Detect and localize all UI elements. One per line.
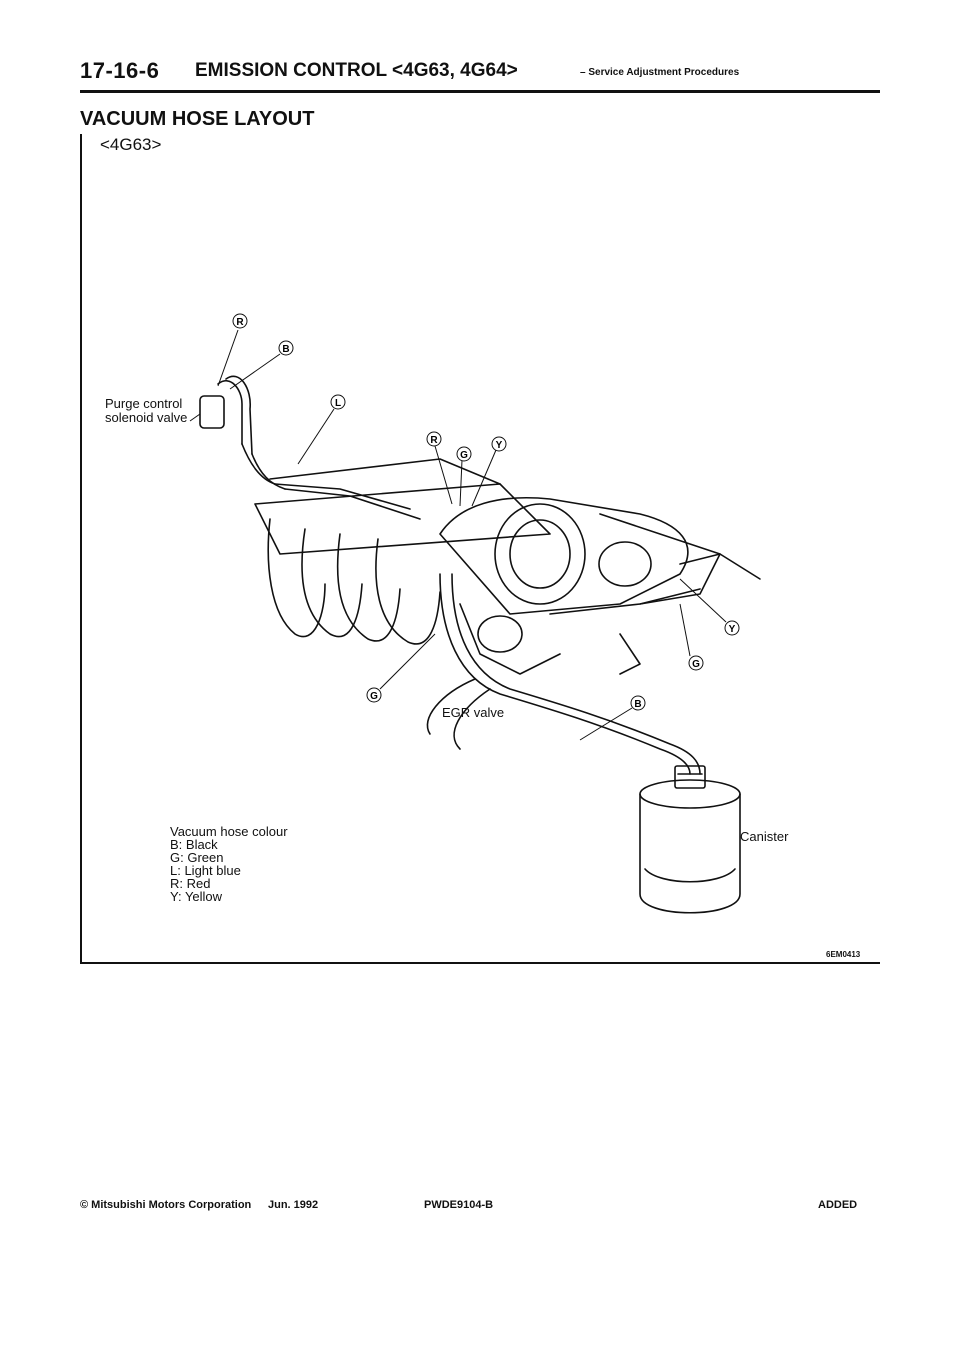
- hose-marker-b-bottom: B: [630, 695, 646, 711]
- legend-item-red: R: Red: [170, 876, 211, 891]
- egr-pipe: [426, 678, 476, 735]
- purge-solenoid-valve: [199, 375, 286, 490]
- hose-purge-to-throttle: [274, 483, 411, 510]
- model-label: <4G63>: [100, 135, 162, 154]
- hose-marker-g-left: G: [366, 687, 382, 703]
- figure-code: 6EM0413: [826, 950, 861, 959]
- hose-right-upper: [679, 553, 761, 580]
- purge-label-line-1: Purge control: [105, 396, 183, 411]
- svg-text:B: B: [634, 699, 641, 710]
- svg-text:G: G: [460, 450, 468, 461]
- canister: [639, 765, 741, 914]
- purge-label-line-2: solenoid valve: [105, 410, 188, 425]
- hose-marker-r-top: R: [232, 313, 248, 329]
- purge-control-solenoid-valve-label: Purge control solenoid valve: [105, 397, 205, 425]
- bracket: [619, 633, 641, 675]
- footer-date: Jun. 1992: [268, 1199, 319, 1211]
- svg-text:B: B: [282, 344, 289, 355]
- svg-text:Y: Y: [729, 624, 736, 635]
- legend-item-yellow: Y: Yellow: [170, 889, 223, 904]
- legend-item-green: G: Green: [170, 850, 224, 865]
- svg-text:L: L: [335, 398, 341, 409]
- hose-marker-g-mid: G: [456, 446, 472, 462]
- section-title: VACUUM HOSE LAYOUT: [80, 108, 315, 130]
- chapter-subtitle: – Service Adjustment Procedures: [580, 67, 740, 78]
- hose-right-lower: [549, 588, 701, 615]
- intake-manifold-runners: [254, 458, 551, 645]
- figure-frame-bottom: [80, 962, 880, 964]
- figure-frame-left: [80, 134, 82, 962]
- footer-status: ADDED: [818, 1199, 858, 1211]
- hose-colour-legend: Vacuum hose colour B: Black G: Green L: …: [170, 825, 288, 903]
- egr-valve-label: EGR valve: [442, 705, 505, 720]
- throttle-body-assembly: [439, 496, 721, 675]
- header-rule: [80, 90, 880, 93]
- legend-title: Vacuum hose colour: [170, 824, 288, 839]
- chapter-title: EMISSION CONTROL <4G63, 4G64>: [195, 60, 518, 81]
- footer-copyright: © Mitsubishi Motors Corporation: [80, 1199, 252, 1211]
- svg-text:R: R: [236, 317, 244, 328]
- hose-marker-l: L: [330, 394, 346, 410]
- canister-label: Canister: [740, 829, 789, 844]
- hose-marker-r-mid: R: [426, 431, 442, 447]
- vacuum-hose-diagram: R B L R G Y Y G G B: [189, 313, 761, 914]
- svg-text:Y: Y: [496, 440, 503, 451]
- legend-item-black: B: Black: [170, 837, 218, 852]
- hose-marker-b-top: B: [278, 340, 294, 356]
- footer-doc-code: PWDE9104-B: [424, 1199, 494, 1211]
- leader-lines: [189, 329, 727, 741]
- hose-color-markers: R B L R G Y Y G G B: [232, 313, 740, 711]
- svg-text:R: R: [430, 435, 438, 446]
- hose-marker-g-right: G: [688, 655, 704, 671]
- svg-text:G: G: [370, 691, 378, 702]
- page-header: 17-16-6 EMISSION CONTROL <4G63, 4G64> – …: [80, 58, 880, 94]
- page-number: 17-16-6: [80, 58, 160, 83]
- hose-marker-y-right: Y: [724, 620, 740, 636]
- legend-item-light-blue: L: Light blue: [170, 863, 241, 878]
- hose-marker-y-mid: Y: [491, 436, 507, 452]
- svg-text:G: G: [692, 659, 700, 670]
- hose-throttle-to-canister: [439, 573, 691, 775]
